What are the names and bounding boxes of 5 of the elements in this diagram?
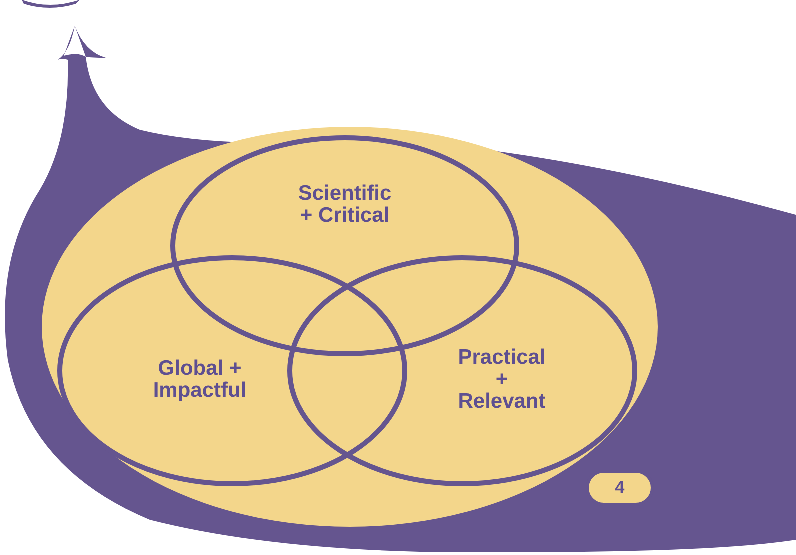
circle-label: Practical + Relevant [458,347,546,413]
circle-label: Global + Impactful [153,358,247,402]
venn-circle [57,255,408,487]
page-number: 4 [615,477,625,499]
circle-label: Scientific + Critical [298,183,392,227]
